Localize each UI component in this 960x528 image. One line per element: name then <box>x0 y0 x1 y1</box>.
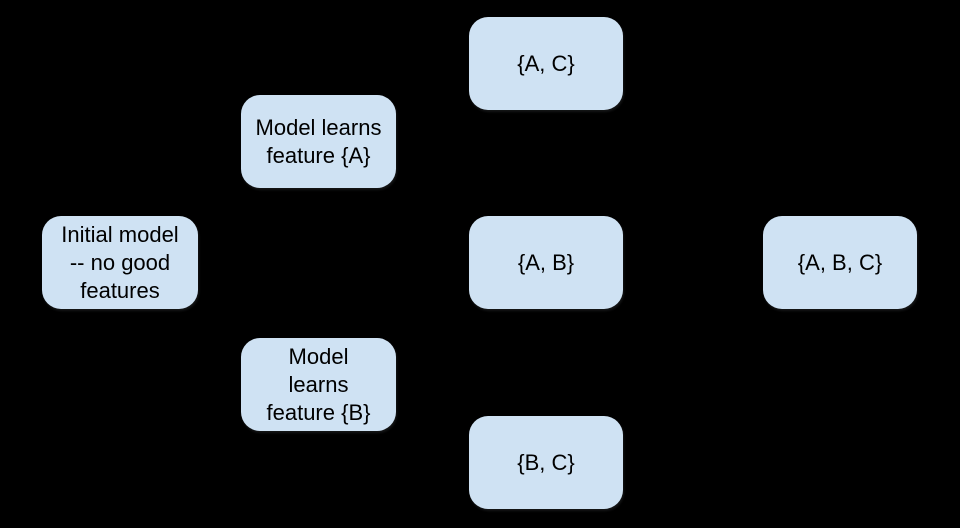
node-set-a-c: {A, C} <box>469 17 623 110</box>
node-set-a-b-c: {A, B, C} <box>763 216 917 309</box>
node-set-a-b: {A, B} <box>469 216 623 309</box>
node-initial-model: Initial model -- no good features <box>42 216 198 309</box>
node-model-learns-feature-b: Model learns feature {B} <box>241 338 396 431</box>
node-set-b-c: {B, C} <box>469 416 623 509</box>
node-model-learns-feature-a: Model learns feature {A} <box>241 95 396 188</box>
